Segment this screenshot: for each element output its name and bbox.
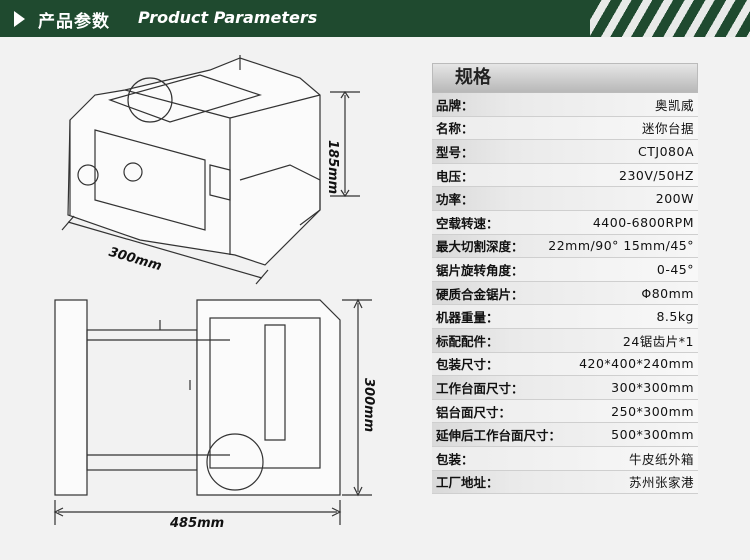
spec-value: Φ80mm — [641, 285, 694, 301]
spec-label: 空载转速： — [436, 215, 499, 231]
spec-value: 250*300mm — [611, 403, 694, 419]
spec-title: 规格 — [432, 63, 698, 93]
spec-row: 标配配件： 24锯齿片*1 — [432, 328, 698, 353]
spec-label: 品牌： — [436, 97, 474, 113]
spec-value: 8.5kg — [656, 309, 694, 325]
spec-value: 迷你台据 — [641, 121, 694, 137]
spec-row: 名称： 迷你台据 — [432, 116, 698, 141]
decorative-stripes — [590, 0, 750, 37]
spec-row: 包装： 牛皮纸外箱 — [432, 446, 698, 471]
spec-label: 锯片旋转角度： — [436, 262, 524, 278]
spec-row: 包装尺寸： 420*400*240mm — [432, 352, 698, 377]
header-banner: 产品参数 Product Parameters — [0, 0, 750, 37]
spec-row: 功率： 200W — [432, 187, 698, 211]
spec-row: 铝台面尺寸： 250*300mm — [432, 399, 698, 424]
title-en: Product Parameters — [138, 8, 318, 27]
spec-row: 机器重量： 8.5kg — [432, 305, 698, 329]
spec-row: 工厂地址： 苏州张家港 — [432, 470, 698, 495]
spec-row: 型号： CTJ080A — [432, 140, 698, 164]
spec-table: 规格 品牌： 奥凯威名称： 迷你台据型号： CTJ080A 电压： 230V/50HZ 功率… — [432, 63, 698, 495]
spec-value: 300*300mm — [611, 379, 694, 395]
spec-label: 功率： — [436, 192, 474, 208]
spec-value: 0-45° — [656, 261, 694, 277]
spec-label: 延伸后工作台面尺寸： — [436, 428, 562, 444]
spec-row: 最大切割深度： 22mm/90° 15mm/45° — [432, 234, 698, 259]
spec-label: 电压： — [436, 168, 474, 184]
spec-value: 4400-6800RPM — [592, 214, 694, 230]
spec-label: 最大切割深度： — [436, 239, 524, 255]
spec-label: 机器重量： — [436, 310, 499, 326]
spec-row: 电压： 230V/50HZ — [432, 163, 698, 188]
spec-value: 奥凯威 — [654, 97, 694, 113]
dimension-depth: 300mm — [361, 378, 376, 433]
spec-row: 硬质合金锯片： Φ80mm — [432, 281, 698, 306]
spec-row: 锯片旋转角度： 0-45° — [432, 258, 698, 282]
spec-label: 铝台面尺寸： — [436, 404, 512, 420]
dimension-width-bottom: 485mm — [170, 516, 225, 531]
spec-value: 苏州张家港 — [628, 475, 694, 491]
spec-value: 22mm/90° 15mm/45° — [548, 238, 694, 254]
spec-label: 工厂地址： — [436, 475, 499, 491]
spec-label: 名称： — [436, 121, 474, 137]
triangle-icon — [14, 11, 25, 27]
spec-value: 500*300mm — [611, 427, 694, 443]
spec-row: 空载转速： 4400-6800RPM — [432, 210, 698, 235]
spec-value: 牛皮纸外箱 — [628, 451, 694, 467]
spec-label: 包装尺寸： — [436, 357, 499, 373]
spec-row: 品牌： 奥凯威 — [432, 93, 698, 117]
spec-label: 硬质合金锯片： — [436, 286, 524, 302]
dimension-height: 185mm — [325, 140, 340, 195]
spec-value: CTJ080A — [638, 143, 694, 159]
spec-value: 420*400*240mm — [579, 356, 694, 372]
spec-value: 200W — [655, 191, 694, 207]
spec-value: 24锯齿片*1 — [622, 333, 694, 349]
spec-label: 工作台面尺寸： — [436, 380, 524, 396]
spec-value: 230V/50HZ — [619, 167, 694, 183]
spec-row: 延伸后工作台面尺寸： 500*300mm — [432, 423, 698, 447]
title-cn: 产品参数 — [38, 12, 110, 32]
spec-label: 包装： — [436, 451, 474, 467]
spec-label: 型号： — [436, 144, 474, 160]
spec-row: 工作台面尺寸： 300*300mm — [432, 376, 698, 400]
spec-label: 标配配件： — [436, 333, 499, 349]
